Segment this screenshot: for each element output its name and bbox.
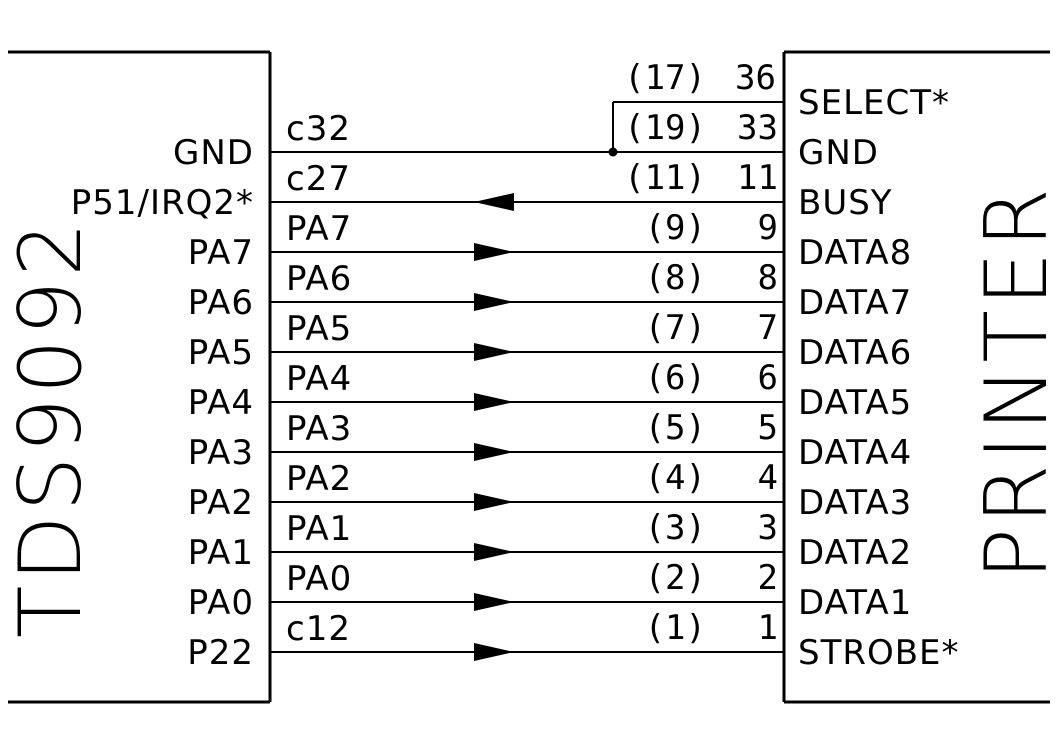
printer-pin-number: 9 xyxy=(758,208,778,248)
printer-pin-number: 4 xyxy=(758,458,778,498)
connector-pin-number: (8) xyxy=(645,258,706,298)
arrow-right-icon xyxy=(474,243,514,261)
wire-label: c27 xyxy=(286,159,351,199)
printer-pin-number: 5 xyxy=(758,408,778,448)
left-pin-label: PA7 xyxy=(188,233,254,273)
left-pin-label: PA0 xyxy=(188,583,254,623)
right-pin-label: DATA1 xyxy=(798,583,912,623)
printer-pin-number: 33 xyxy=(737,108,778,148)
right-pin-label: DATA6 xyxy=(798,333,912,373)
left-pin-label: GND xyxy=(173,133,254,173)
select-conn-pin: (17) xyxy=(624,58,706,98)
right-block-title: PRINTER xyxy=(967,184,1056,580)
arrow-right-icon xyxy=(474,493,514,511)
left-block-title: TDS9092 xyxy=(1,218,101,638)
select-line: (17) 36 SELECT* xyxy=(612,58,950,152)
printer-pin-number: 2 xyxy=(758,558,778,598)
arrow-right-icon xyxy=(474,343,514,361)
wire-label: c32 xyxy=(286,109,351,149)
left-pin-label: PA1 xyxy=(188,533,254,573)
wire-label: PA3 xyxy=(286,409,352,449)
arrow-right-icon xyxy=(474,443,514,461)
arrow-right-icon xyxy=(474,293,514,311)
left-pin-label: PA6 xyxy=(188,283,254,323)
right-pin-label: DATA4 xyxy=(798,433,912,473)
signal-rows: GNDc32(19)33GNDP51/IRQ2*c27(11)11BUSYPA7… xyxy=(71,108,960,673)
right-pin-label: BUSY xyxy=(798,183,893,223)
connector-pin-number: (1) xyxy=(645,608,706,648)
right-pin-label: GND xyxy=(798,133,879,173)
wire-label: PA6 xyxy=(286,259,352,299)
right-pin-label: DATA2 xyxy=(798,533,912,573)
arrow-right-icon xyxy=(474,643,514,661)
printer-pin-number: 7 xyxy=(758,308,778,348)
printer-pin-number: 1 xyxy=(758,608,778,648)
wire-label: PA2 xyxy=(286,459,352,499)
select-right-pin-label: SELECT* xyxy=(798,83,950,123)
connector-pin-number: (5) xyxy=(645,408,706,448)
connector-pin-number: (9) xyxy=(645,208,706,248)
arrow-right-icon xyxy=(474,393,514,411)
arrow-right-icon xyxy=(474,543,514,561)
wire-label: PA5 xyxy=(286,309,352,349)
left-pin-label: PA2 xyxy=(188,483,254,523)
right-pin-label: DATA8 xyxy=(798,233,912,273)
wire-label: PA1 xyxy=(286,509,352,549)
right-pin-label: DATA7 xyxy=(798,283,912,323)
junction-dot-icon xyxy=(608,147,618,157)
arrow-left-icon xyxy=(474,193,514,211)
left-pin-label: PA5 xyxy=(188,333,254,373)
left-pin-label: PA4 xyxy=(188,383,254,423)
connector-pin-number: (7) xyxy=(645,308,706,348)
connector-pin-number: (11) xyxy=(624,158,706,198)
left-pin-label: PA3 xyxy=(188,433,254,473)
left-pin-label: P22 xyxy=(187,633,254,673)
left-pin-label: P51/IRQ2* xyxy=(71,183,254,223)
arrow-right-icon xyxy=(474,593,514,611)
right-pin-label: STROBE* xyxy=(798,633,960,673)
wire-label: PA7 xyxy=(286,209,352,249)
connector-pin-number: (4) xyxy=(645,458,706,498)
printer-pin-number: 8 xyxy=(758,258,778,298)
printer-pin-number: 11 xyxy=(737,158,778,198)
right-pin-label: DATA5 xyxy=(798,383,912,423)
printer-pin-number: 6 xyxy=(758,358,778,398)
right-pin-label: DATA3 xyxy=(798,483,912,523)
connector-pin-number: (3) xyxy=(645,508,706,548)
wire-label: c12 xyxy=(286,609,351,649)
connector-pin-number: (19) xyxy=(624,108,706,148)
printer-pin-number: 3 xyxy=(758,508,778,548)
select-pin-number: 36 xyxy=(735,58,776,98)
connector-pin-number: (2) xyxy=(645,558,706,598)
wire-label: PA0 xyxy=(286,559,352,599)
connector-pin-number: (6) xyxy=(645,358,706,398)
wire-label: PA4 xyxy=(286,359,352,399)
